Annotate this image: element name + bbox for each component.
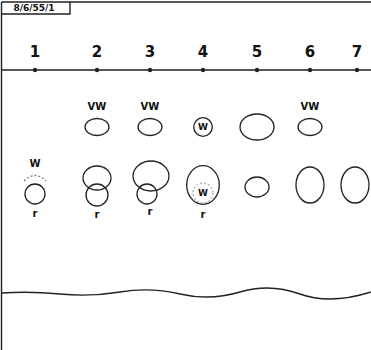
origin-line bbox=[2, 69, 371, 71]
spot-reaction: r bbox=[95, 210, 100, 220]
spot-intensity: VW bbox=[141, 102, 160, 112]
spots bbox=[24, 114, 369, 206]
lane-number: 7 bbox=[352, 45, 362, 60]
origin-dots bbox=[33, 68, 359, 72]
solvent-front bbox=[2, 288, 371, 299]
lane-number: 1 bbox=[30, 45, 40, 60]
paper-edge bbox=[2, 1, 371, 2]
spot-intensity: W bbox=[193, 123, 213, 132]
marked-spot: W bbox=[193, 117, 213, 137]
paper-edge bbox=[1, 2, 2, 350]
lane-number: 3 bbox=[145, 45, 155, 60]
lane-number: 5 bbox=[252, 45, 262, 60]
spot-outline bbox=[186, 165, 220, 205]
lane-number: 2 bbox=[92, 45, 102, 60]
spot-reaction: r bbox=[33, 209, 38, 219]
sample-id-box bbox=[2, 2, 71, 14]
lane-number: 4 bbox=[198, 45, 208, 60]
marked-spot: W bbox=[186, 165, 220, 205]
spot-reaction: r bbox=[148, 207, 153, 217]
spot-intensity: W bbox=[186, 189, 220, 198]
lane-number: 6 bbox=[305, 45, 315, 60]
spot-reaction: r bbox=[201, 210, 206, 220]
spot-intensity: W bbox=[29, 159, 40, 169]
spot-intensity: VW bbox=[301, 102, 320, 112]
spot-intensity: VW bbox=[88, 102, 107, 112]
sample-id: 8/6/55/1 bbox=[13, 4, 54, 13]
